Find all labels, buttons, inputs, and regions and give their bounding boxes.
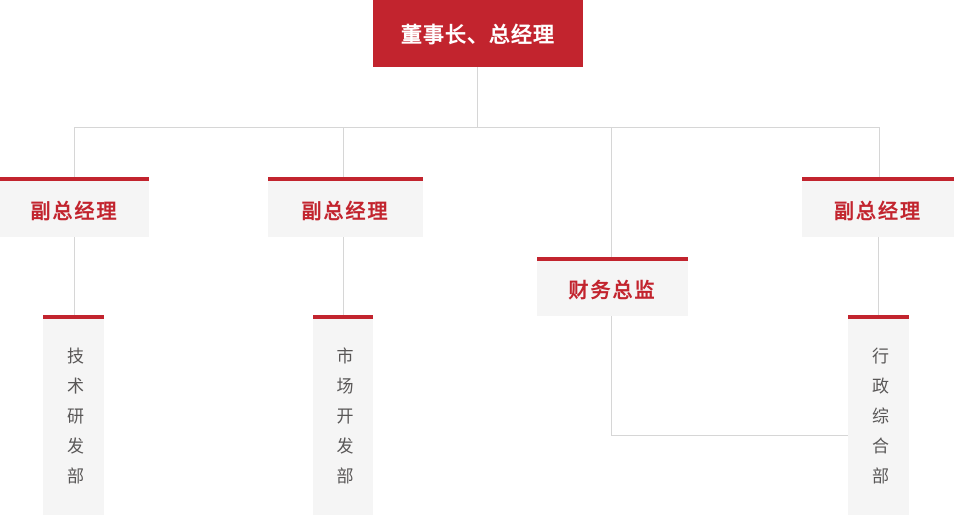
connector-branch-bar [74, 127, 880, 128]
connector-drop-vp1 [74, 127, 75, 177]
connector-vp3-dept3 [878, 237, 879, 315]
connector-drop-cfo [611, 127, 612, 257]
node-chairman-general-manager: 董事长、总经理 [373, 0, 583, 67]
node-label: 副总经理 [30, 200, 119, 223]
node-finance-director: 财务总监 [537, 257, 688, 316]
node-label: 副总经理 [301, 200, 390, 223]
connector-cfo-down [611, 316, 612, 435]
connector-root-stem [477, 67, 478, 127]
node-deputy-gm-2: 副总经理 [268, 177, 423, 237]
node-label: 技术研发部 [64, 347, 83, 497]
connector-vp1-dept1 [74, 237, 75, 315]
node-deputy-gm-3: 副总经理 [802, 177, 954, 237]
node-label: 副总经理 [834, 200, 922, 223]
connector-drop-vp3 [879, 127, 880, 177]
connector-vp2-dept2 [343, 237, 344, 315]
node-dept-admin-general: 行政综合部 [848, 315, 909, 515]
node-label: 财务总监 [568, 280, 657, 302]
node-label: 行政综合部 [869, 347, 888, 497]
connector-cfo-dept3-elbow [611, 435, 848, 436]
node-dept-market-dev: 市场开发部 [313, 315, 373, 515]
node-deputy-gm-1: 副总经理 [0, 177, 149, 237]
node-label: 市场开发部 [333, 347, 353, 497]
node-dept-tech-rnd: 技术研发部 [43, 315, 104, 515]
connector-drop-vp2 [343, 127, 344, 177]
node-label: 董事长、总经理 [401, 23, 555, 47]
